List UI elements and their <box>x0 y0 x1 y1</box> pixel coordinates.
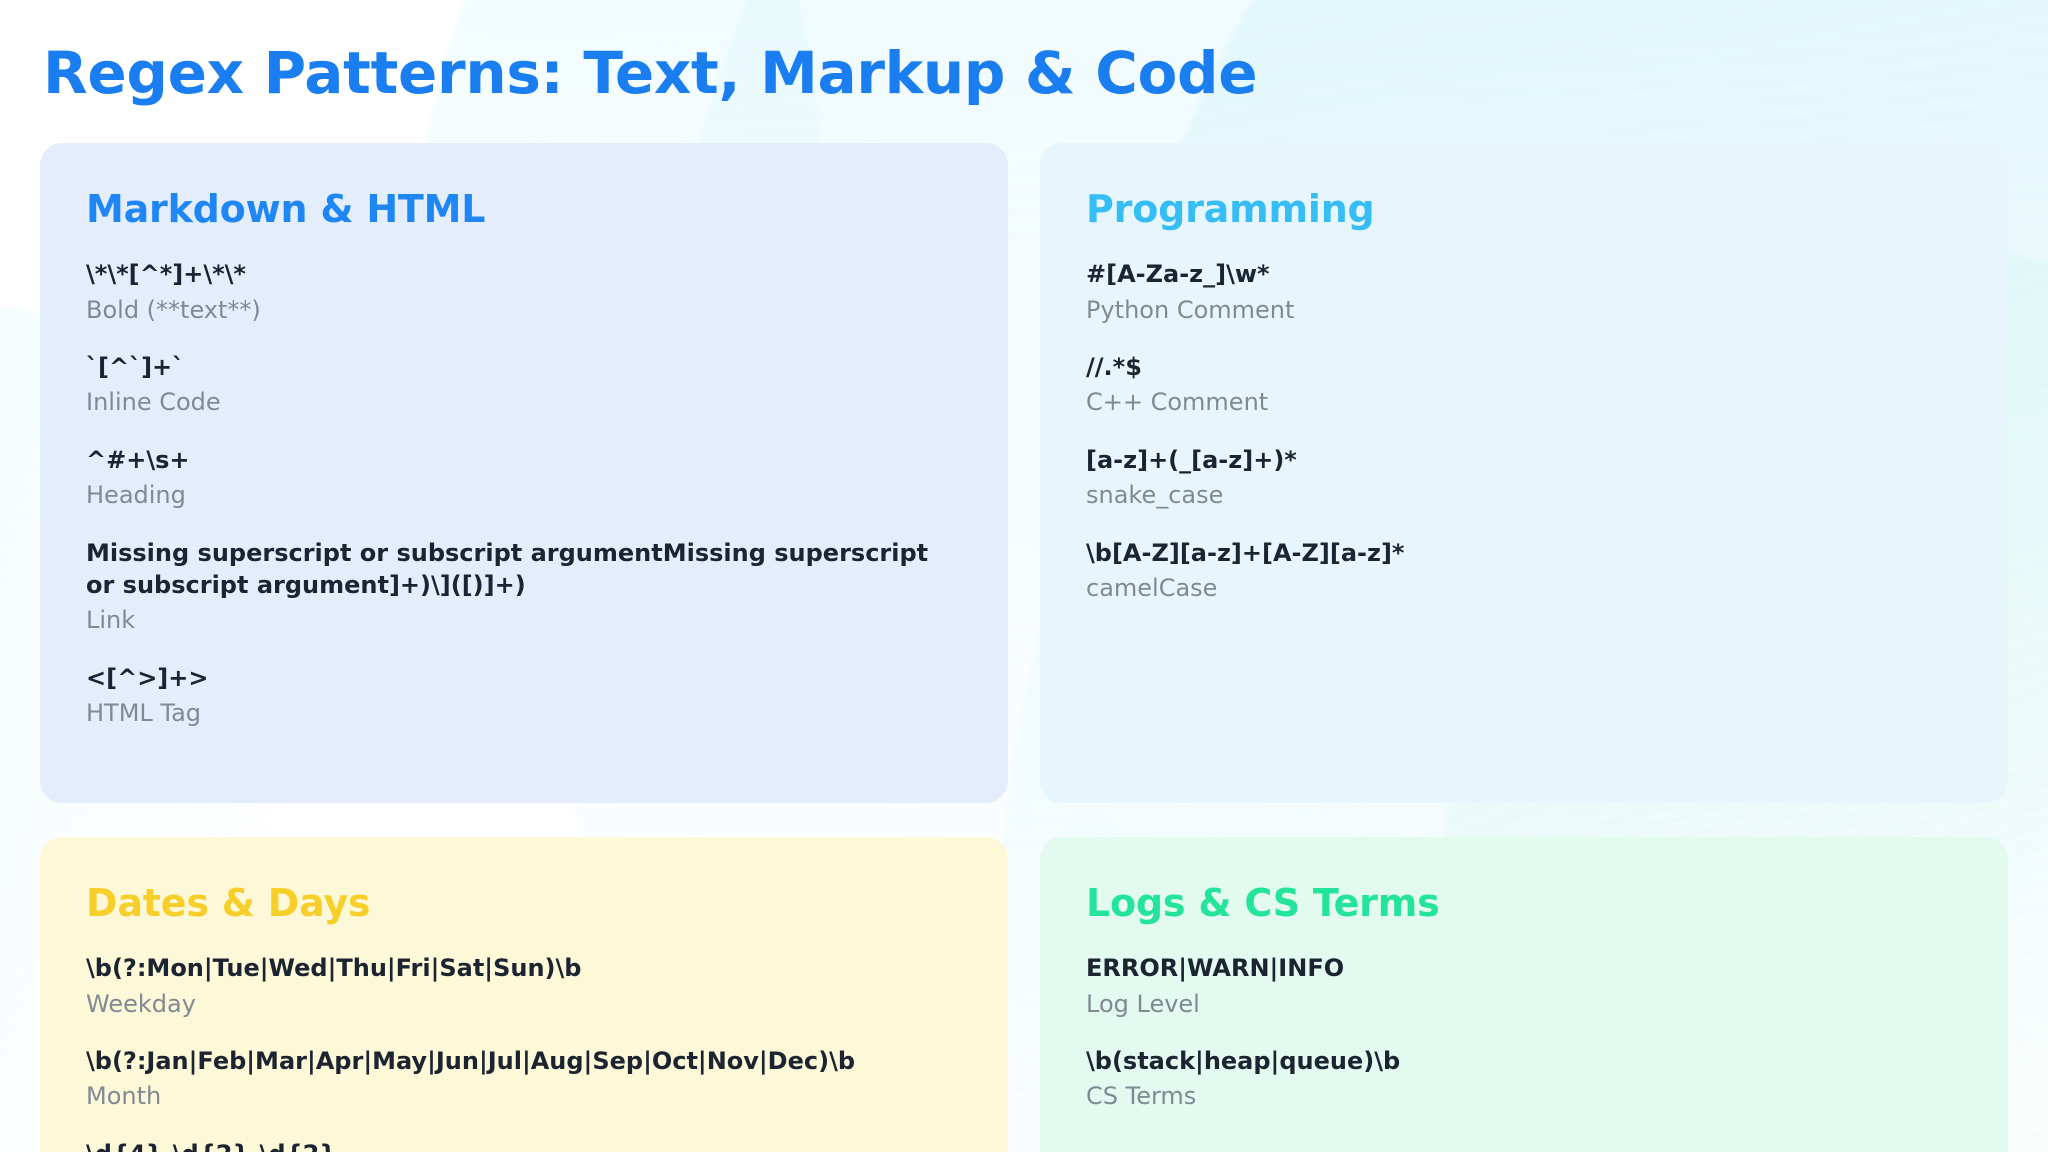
pattern-label: Weekday <box>86 989 196 1018</box>
regex-pattern: #[A-Za-z_]\w* <box>1086 260 1270 289</box>
card-title-programming: Programming <box>1086 186 1375 231</box>
card-title-dates-days: Dates & Days <box>86 880 371 925</box>
pattern-entry: Missing superscript or subscript argumen… <box>86 537 962 637</box>
card-markdown-html: Markdown & HTML \*\*[^*]+\*\* Bold (**text… <box>40 142 1008 803</box>
pattern-label: HTML Tag <box>86 699 202 728</box>
pattern-label: Log Level <box>1086 989 1200 1018</box>
pattern-label: Heading <box>86 481 186 510</box>
pattern-entry: \d{4}-\d{2}-\d{2} <box>86 1138 962 1152</box>
regex-pattern: ERROR|WARN|INFO <box>1086 954 1345 983</box>
regex-pattern: <[^>]+> <box>86 663 209 692</box>
card-title-markdown-html: Markdown & HTML <box>86 186 486 231</box>
pattern-label: Month <box>86 1082 162 1111</box>
pattern-entry: \b[A-Z][a-z]+[A-Z][a-z]* camelCase <box>1086 537 1962 605</box>
pattern-label: C++ Comment <box>1086 388 1269 417</box>
pattern-label: snake_case <box>1086 481 1224 510</box>
pattern-label: Bold (**text**) <box>86 295 261 324</box>
regex-pattern: //.*$ <box>1086 353 1142 382</box>
regex-pattern: \*\*[^*]+\*\* <box>86 260 246 289</box>
regex-pattern: `[^`]+` <box>86 353 185 382</box>
pattern-label: Inline Code <box>86 388 221 417</box>
pattern-entry: [a-z]+(_[a-z]+)* snake_case <box>1086 444 1962 512</box>
pattern-label: Link <box>86 606 136 635</box>
page-title: Regex Patterns: Text, Markup & Code <box>43 39 1258 107</box>
card-title-logs-cs-terms: Logs & CS Terms <box>1086 880 1440 925</box>
pattern-label: camelCase <box>1086 574 1218 603</box>
card-programming: Programming #[A-Za-z_]\w* Python Comment //… <box>1040 142 2008 803</box>
regex-pattern: \b(stack|heap|queue)\b <box>1086 1047 1401 1076</box>
pattern-entry: \*\*[^*]+\*\* Bold (**text**) <box>86 258 962 326</box>
pattern-entry: \b(stack|heap|queue)\b CS Terms <box>1086 1045 1962 1113</box>
regex-pattern: ^#+\s+ <box>86 445 190 474</box>
pattern-entry: \b(?:Jan|Feb|Mar|Apr|May|Jun|Jul|Aug|Sep… <box>86 1045 962 1113</box>
pattern-label: Python Comment <box>1086 295 1295 324</box>
regex-pattern: Missing superscript or subscript argumen… <box>86 538 929 600</box>
pattern-entry: ERROR|WARN|INFO Log Level <box>1086 952 1962 1020</box>
card-grid: Markdown & HTML \*\*[^*]+\*\* Bold (**text… <box>40 142 2008 1152</box>
regex-pattern: \d{4}-\d{2}-\d{2} <box>86 1138 962 1152</box>
pattern-entry: <[^>]+> HTML Tag <box>86 662 962 730</box>
pattern-entry: `[^`]+` Inline Code <box>86 351 962 419</box>
regex-pattern: \b(?:Mon|Tue|Wed|Thu|Fri|Sat|Sun)\b <box>86 954 582 983</box>
regex-pattern: \b(?:Jan|Feb|Mar|Apr|May|Jun|Jul|Aug|Sep… <box>86 1047 856 1076</box>
regex-pattern: \b[A-Z][a-z]+[A-Z][a-z]* <box>1086 538 1405 567</box>
pattern-entry: ^#+\s+ Heading <box>86 444 962 512</box>
pattern-label: CS Terms <box>1086 1082 1197 1111</box>
pattern-entry: #[A-Za-z_]\w* Python Comment <box>1086 258 1962 326</box>
pattern-entry: //.*$ C++ Comment <box>1086 351 1962 419</box>
card-dates-days: Dates & Days \b(?:Mon|Tue|Wed|Thu|Fri|Sat… <box>40 836 1008 1152</box>
regex-pattern: [a-z]+(_[a-z]+)* <box>1086 445 1297 474</box>
